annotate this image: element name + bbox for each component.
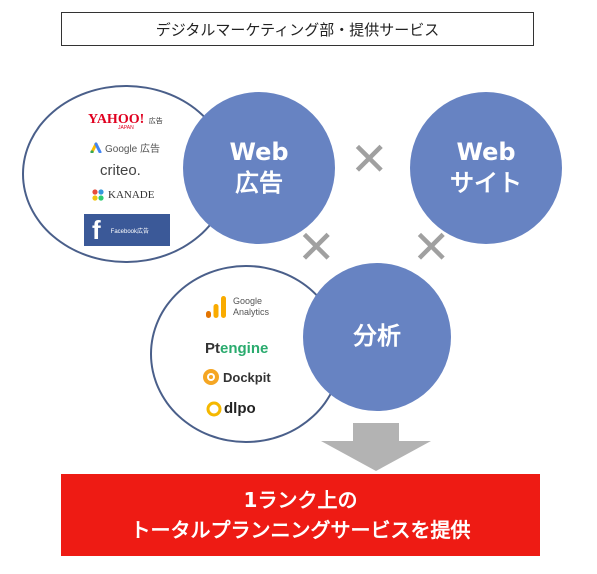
dockpit-mark-icon [203,369,219,385]
google-analytics-icon: Google Analytics [205,295,269,319]
offer-banner: 1ランク上の トータルプランニングサービスを提供 [61,474,540,556]
page-title: デジタルマーケティング部・提供サービス [61,12,534,46]
cross-icon: ✕ [350,132,389,186]
yahoo-logo-icon: YAHOO! 広告 JAPAN [88,112,163,131]
google-ads-mark-icon [90,142,102,153]
website-bubble: Web サイト [410,92,562,244]
kanade-logo-icon: KANADE [91,188,154,202]
kanade-mark-icon [92,189,104,201]
google-ads-icon: Google 広告 [90,140,160,155]
web-ads-bubble: Web 広告 [183,92,335,244]
criteo-logo-icon: criteo. [100,162,141,179]
dlpo-mark-icon [206,401,222,416]
cross-icon: ✕ [297,220,336,274]
dockpit-logo-icon: Dockpit [202,368,271,386]
dlpo-logo-icon: dlpo [206,400,256,417]
ptengine-logo-icon: Ptengine [205,340,269,357]
down-arrow-icon [321,423,431,471]
facebook-logo-icon: f Facebook広告 [84,214,170,246]
analysis-bubble: 分析 [303,263,451,411]
cross-icon: ✕ [412,220,451,274]
analytics-bars-icon [206,296,226,318]
